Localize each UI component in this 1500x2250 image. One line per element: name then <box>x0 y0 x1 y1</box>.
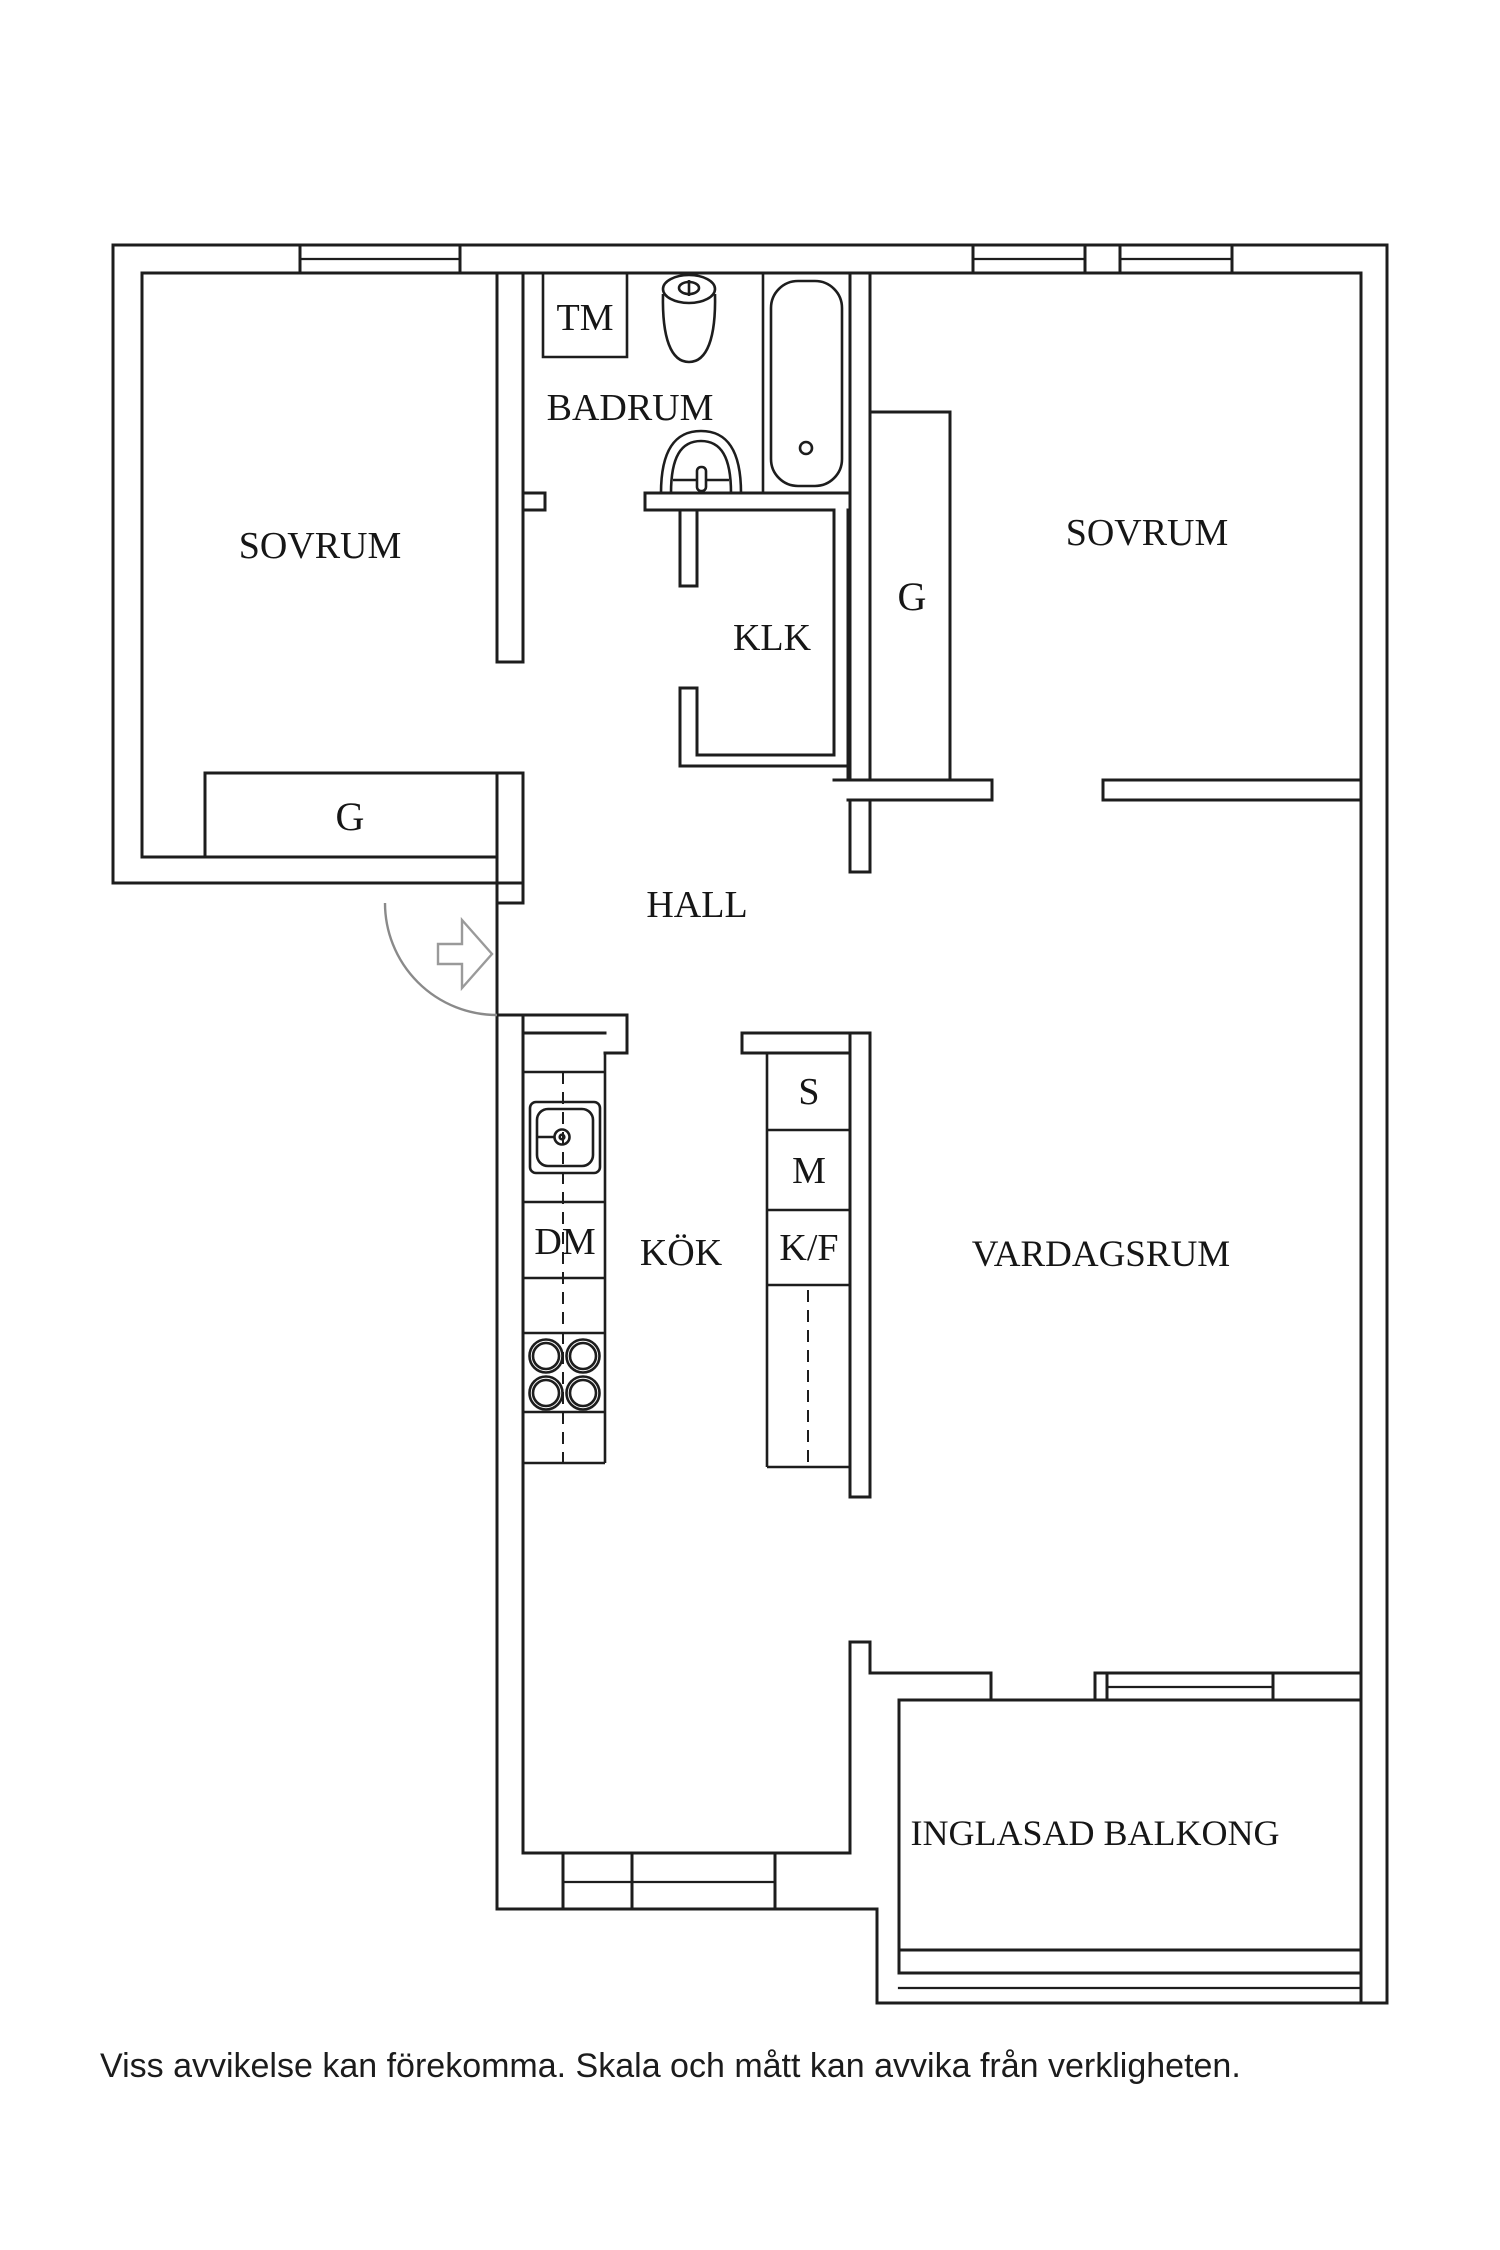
entry-arrow-icon <box>436 916 494 992</box>
label-vardagsrum: VARDAGSRUM <box>972 1234 1230 1275</box>
label-kok: KÖK <box>640 1232 723 1274</box>
label-kf: K/F <box>779 1227 838 1269</box>
walls <box>111 243 1389 2005</box>
washing-machine-icon <box>541 273 629 359</box>
label-hall: HALL <box>646 884 747 926</box>
label-s: S <box>798 1071 819 1113</box>
label-m: M <box>792 1150 826 1192</box>
kitchen-counter <box>523 1053 607 1465</box>
bathtub-icon <box>761 273 844 493</box>
kitchen-sink-icon <box>528 1100 602 1175</box>
door-swing-arc-icon <box>383 902 498 1017</box>
outer-walls <box>111 243 1389 2005</box>
labels: SOVRUM SOVRUM BADRUM TM KLK G G HALL DM … <box>100 297 1279 2085</box>
label-g-right: G <box>898 574 927 619</box>
label-badrum: BADRUM <box>547 387 714 429</box>
label-sovrum-left: SOVRUM <box>239 525 402 567</box>
label-balkong: INGLASAD BALKONG <box>911 1813 1280 1853</box>
label-klk: KLK <box>733 617 812 659</box>
footer-disclaimer: Viss avvikelse kan förekomma. Skala och … <box>100 2047 1241 2085</box>
label-dm: DM <box>534 1221 595 1263</box>
stove-icon <box>528 1338 601 1411</box>
label-sovrum-right: SOVRUM <box>1066 512 1229 554</box>
entry-door <box>383 902 498 1017</box>
bathroom-fixtures <box>541 273 844 494</box>
window-midlines <box>298 257 1363 1990</box>
label-g-left: G <box>336 794 365 839</box>
label-tm: TM <box>557 297 614 339</box>
washbasin-icon <box>659 429 743 494</box>
cabinet-column <box>765 1053 850 1469</box>
toilet-icon <box>661 273 717 364</box>
